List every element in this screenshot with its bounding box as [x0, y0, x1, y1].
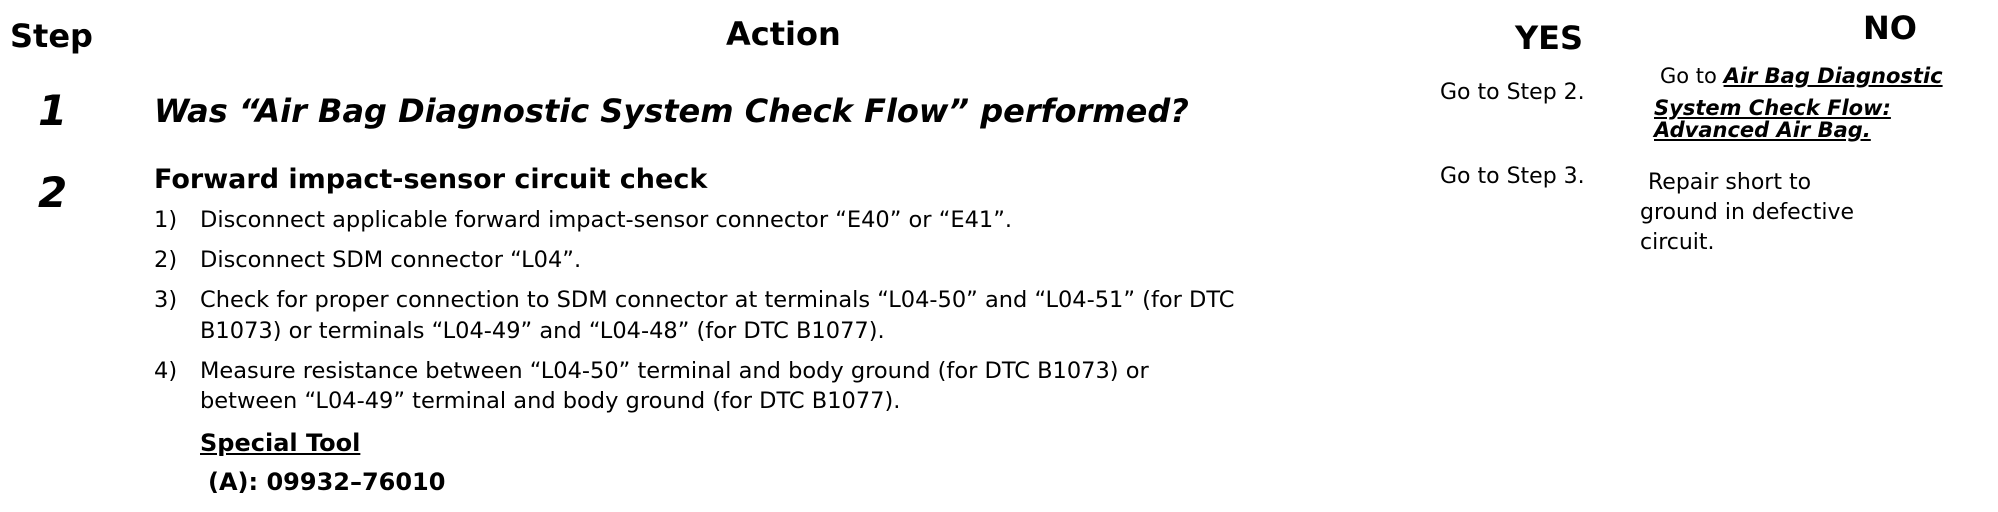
- step-number: 2: [38, 168, 68, 217]
- instruction-text: Measure resistance between “L04-50” term…: [200, 358, 1149, 384]
- step-column-header: Step: [10, 17, 93, 55]
- no-action-line: Repair short to: [1648, 170, 1812, 195]
- no-column-header: NO: [1863, 9, 1917, 47]
- yes-column-header: YES: [1515, 19, 1584, 57]
- special-tool-code: (A): 09932–76010: [208, 468, 446, 496]
- instruction-number: 3): [154, 287, 178, 313]
- instruction-text: Check for proper connection to SDM conne…: [200, 287, 1235, 313]
- air-bag-check-flow-link[interactable]: Air Bag Diagnostic: [1723, 64, 1943, 88]
- no-action-line: ground in defective: [1640, 200, 1855, 225]
- no-action-prefix: Go to: [1660, 64, 1724, 88]
- instruction-text: Disconnect SDM connector “L04”.: [200, 247, 582, 273]
- yes-action: Go to Step 3.: [1440, 164, 1585, 189]
- yes-action: Go to Step 2.: [1440, 80, 1585, 105]
- instruction-text: between “L04-49” terminal and body groun…: [200, 388, 901, 414]
- instruction-number: 2): [154, 247, 178, 273]
- action-column-header: Action: [726, 15, 841, 53]
- instruction-text: Disconnect applicable forward impact-sen…: [200, 207, 1013, 233]
- air-bag-check-flow-link[interactable]: System Check Flow:: [1654, 96, 1891, 120]
- instruction-number: 4): [154, 358, 178, 384]
- no-action-line: Go to Air Bag Diagnostic: [1660, 64, 1943, 88]
- no-action-line: circuit.: [1640, 230, 1715, 255]
- step-title: Forward impact-sensor circuit check: [154, 164, 708, 195]
- instruction-text: B1073) or terminals “L04-49” and “L04-48…: [200, 318, 885, 344]
- instruction-number: 1): [154, 207, 178, 233]
- air-bag-check-flow-link[interactable]: Advanced Air Bag.: [1654, 118, 1871, 142]
- step-number: 1: [38, 86, 68, 135]
- special-tool-title: Special Tool: [200, 429, 361, 457]
- step-question: Was “Air Bag Diagnostic System Check Flo…: [154, 92, 1189, 130]
